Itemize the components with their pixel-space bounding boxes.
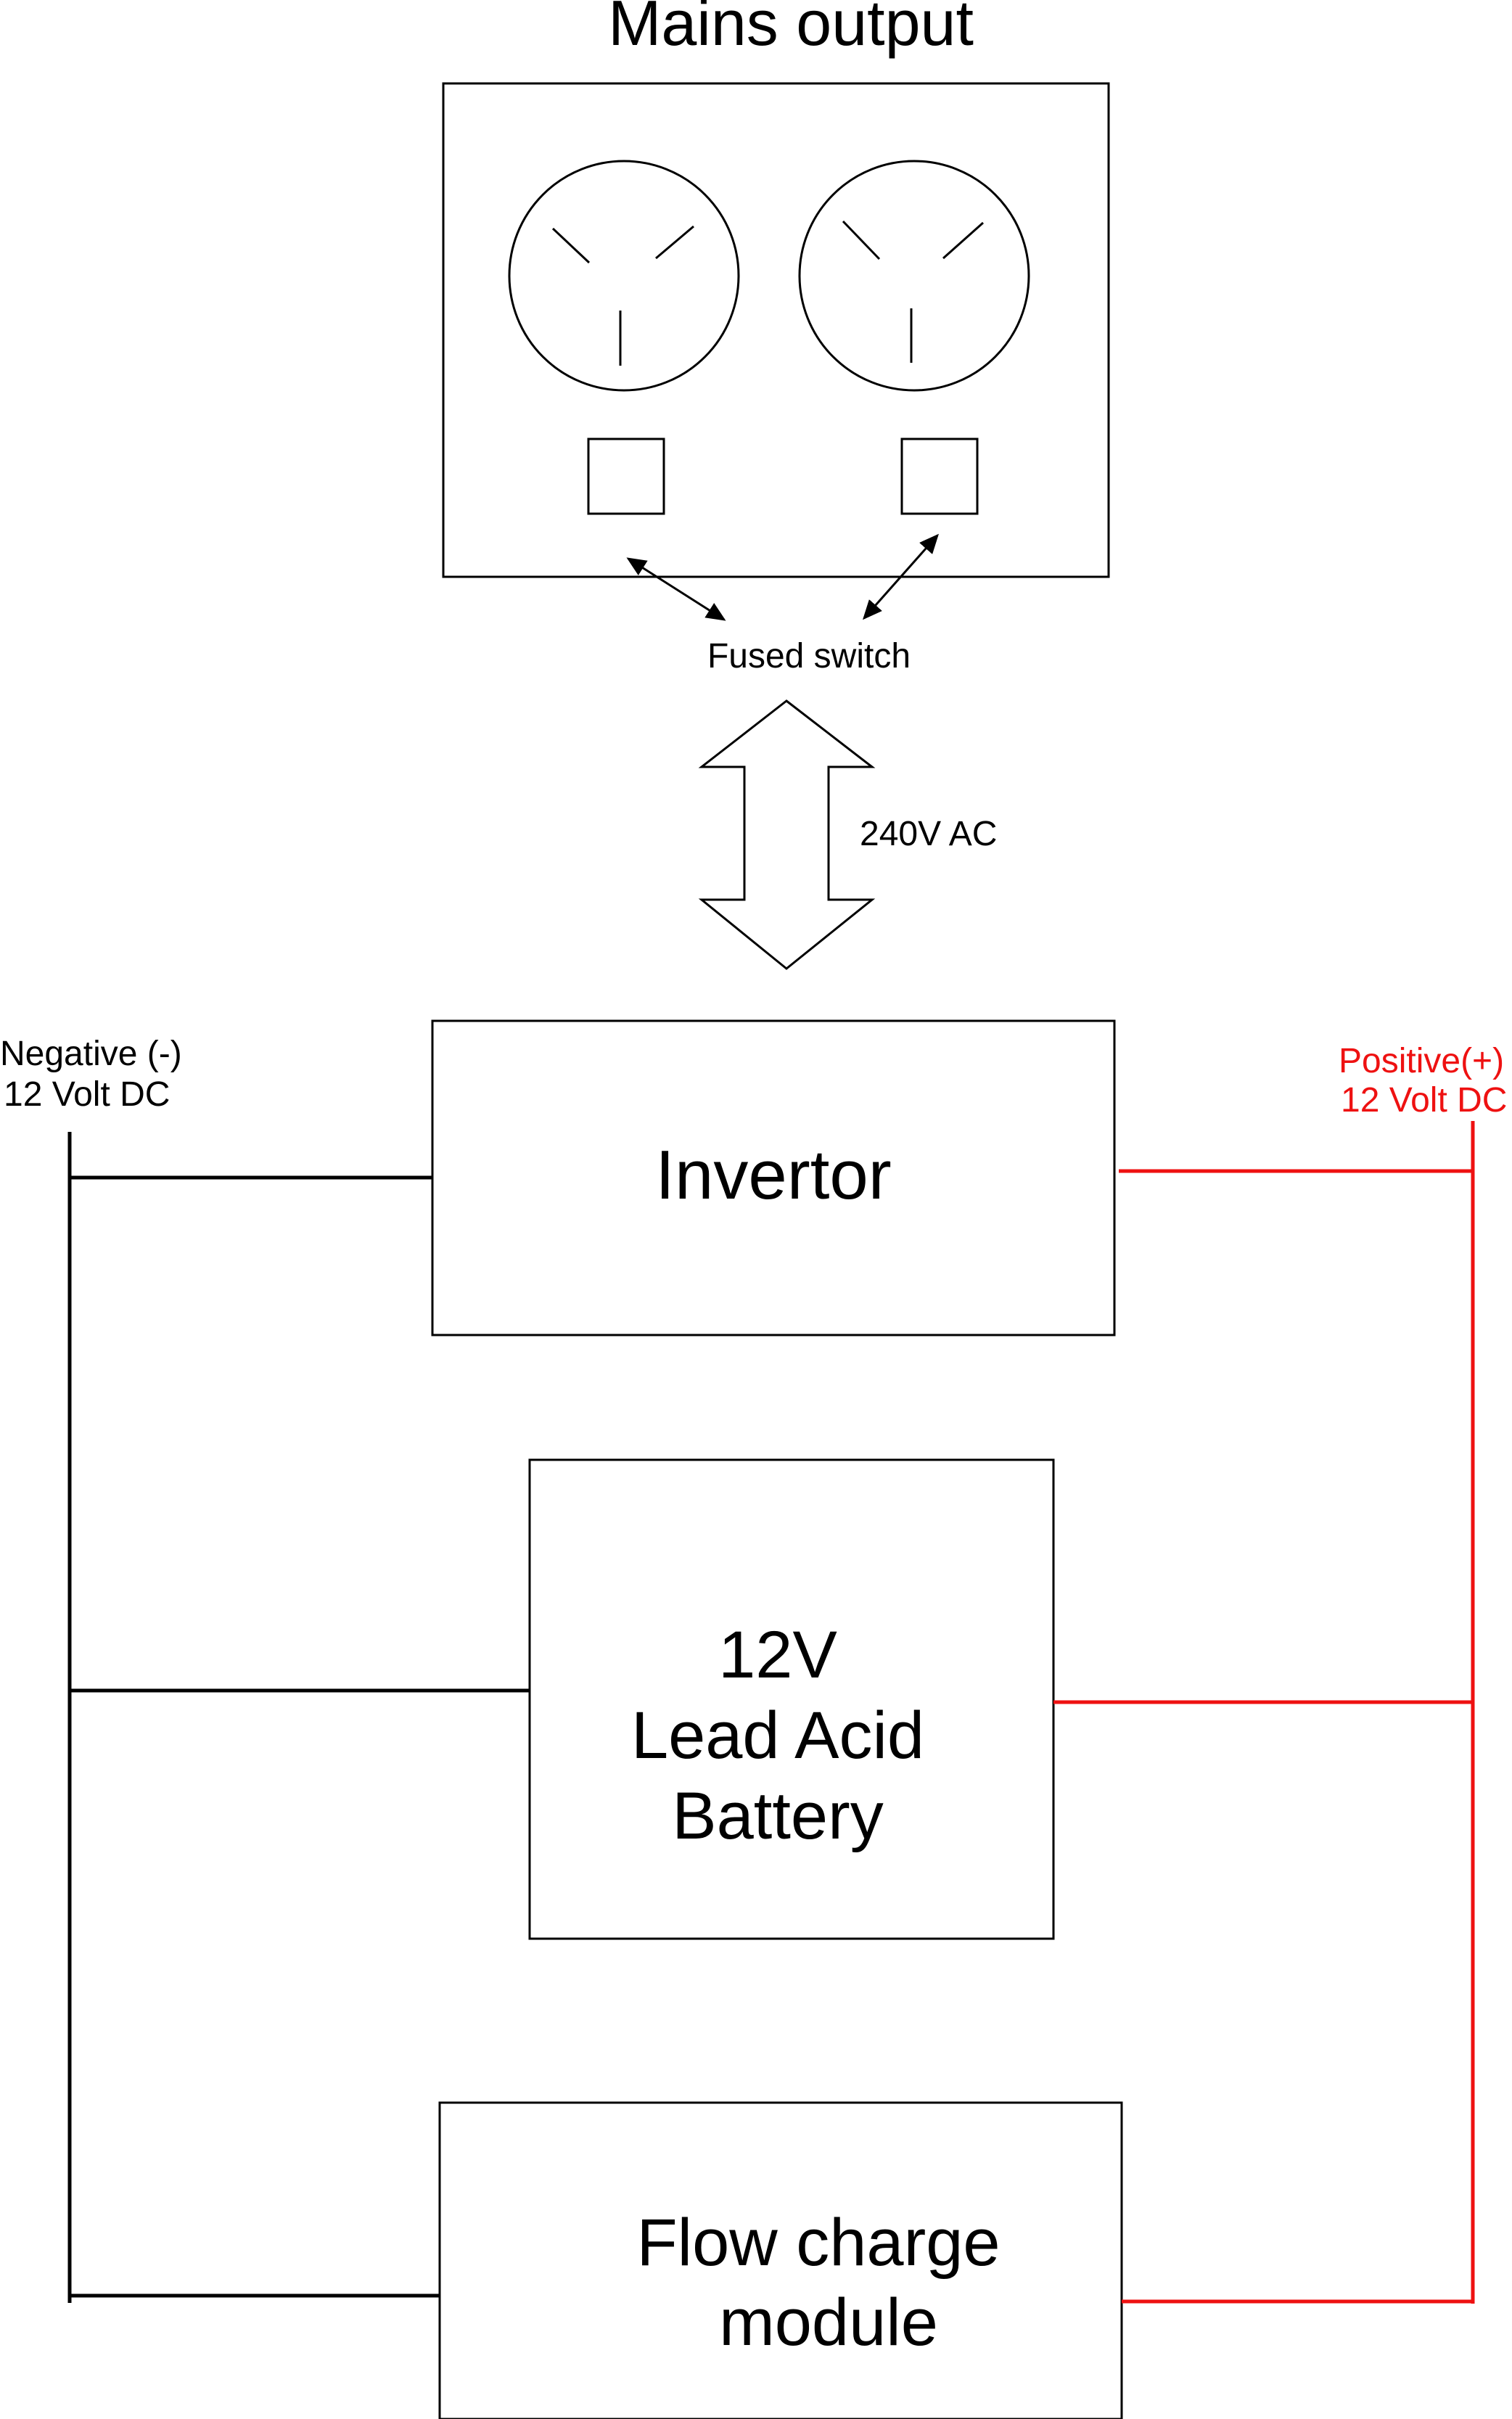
positive-label-line1: Positive(+) <box>1339 1042 1504 1080</box>
power-socket-right <box>798 160 1030 392</box>
fused-switch-label: Fused switch <box>707 637 911 675</box>
ac-double-arrow <box>698 699 876 970</box>
charger-box <box>438 2101 1123 2419</box>
negative-label-line1: Negative (-) <box>0 1035 182 1073</box>
fused-switch-arrow-left <box>626 557 726 621</box>
charger-label-line1: Flow charge <box>636 2206 1000 2280</box>
battery-label-line2: Lead Acid <box>631 1699 924 1773</box>
battery-label-line3: Battery <box>672 1779 883 1853</box>
positive-wire <box>1053 1121 1475 2304</box>
ac-voltage-label: 240V AC <box>860 815 997 853</box>
invertor-label: Invertor <box>655 1136 891 1214</box>
battery-label-line1: 12V <box>718 1618 837 1692</box>
fused-switch-left <box>587 438 665 515</box>
fused-switch-right <box>900 438 979 515</box>
negative-label-line2: 12 Volt DC <box>4 1075 170 1114</box>
mains-output-panel <box>442 82 1110 578</box>
positive-label-line2: 12 Volt DC <box>1341 1081 1507 1120</box>
negative-wire <box>67 1132 530 2303</box>
power-socket-left <box>508 160 740 392</box>
fused-switch-arrow-right <box>863 533 939 620</box>
charger-label-line2: module <box>719 2285 938 2360</box>
diagram-title: Mains output <box>608 0 974 59</box>
battery-box <box>528 1458 1055 1940</box>
